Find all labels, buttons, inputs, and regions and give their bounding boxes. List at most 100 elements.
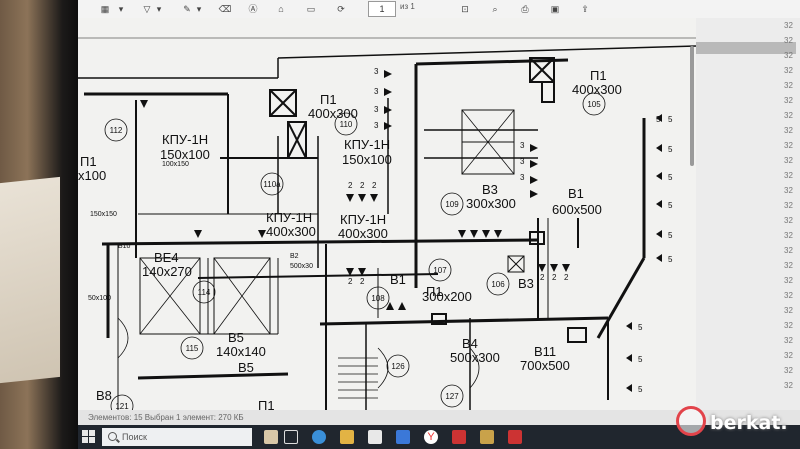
- unit-label: В2: [290, 253, 299, 260]
- svg-text:5: 5: [656, 115, 661, 124]
- room-number: 114: [198, 288, 211, 297]
- store-icon[interactable]: [368, 430, 382, 444]
- svg-text:3: 3: [374, 87, 379, 96]
- edge-icon[interactable]: [312, 430, 326, 444]
- room-number: 106: [491, 280, 505, 289]
- svg-text:2: 2: [372, 181, 377, 190]
- size-value: 32: [784, 111, 793, 120]
- unit-size: 150х100: [160, 147, 210, 162]
- unit-size: х100: [78, 168, 106, 183]
- unit-size: 140х140: [216, 344, 266, 359]
- save-icon[interactable]: ▣: [550, 4, 560, 14]
- text-icon[interactable]: Ⓐ: [248, 4, 258, 14]
- taskbar-search[interactable]: Поиск: [102, 428, 252, 446]
- svg-text:2: 2: [348, 181, 353, 190]
- unit-label: ВЕ4: [154, 250, 179, 265]
- svg-text:5: 5: [638, 355, 643, 364]
- svg-text:2: 2: [348, 277, 353, 286]
- vertical-scrollbar[interactable]: [690, 46, 694, 166]
- size-value: 32: [784, 306, 793, 315]
- page-number-input[interactable]: 1: [368, 1, 396, 17]
- unit-label: В3: [482, 182, 498, 197]
- size-value: 32: [784, 141, 793, 150]
- size-value: 32: [784, 126, 793, 135]
- unit-size: 300х300: [466, 196, 516, 211]
- media-icon[interactable]: [452, 430, 466, 444]
- page-total: из 1: [400, 2, 415, 11]
- mail-icon[interactable]: [396, 430, 410, 444]
- unit-size: 500х30: [290, 263, 313, 270]
- search-icon[interactable]: ⌕: [492, 4, 498, 14]
- size-value: 32: [784, 291, 793, 300]
- svg-text:3: 3: [520, 141, 525, 150]
- room-number: 126: [391, 362, 405, 371]
- size-value: 32: [784, 51, 793, 60]
- selected-row[interactable]: [696, 42, 796, 54]
- unit-label: КПУ-1Н: [162, 132, 208, 147]
- assistant-icon[interactable]: [264, 430, 278, 444]
- pdf-toolbar: ▦ ▾ ▽ ▾ ✎ ▾ ⌫ Ⓐ ⌂ ▭ ⟳ 1 из 1 ⊡ ⌕ ⎙ ▣ ⇪: [78, 0, 800, 19]
- svg-text:2: 2: [540, 273, 545, 282]
- room-number: 110: [340, 120, 353, 129]
- unit-size: 150х150: [90, 211, 117, 218]
- fit-page-icon[interactable]: ⊡: [461, 4, 469, 14]
- unit-label: П1: [320, 92, 337, 107]
- screen: ▦ ▾ ▽ ▾ ✎ ▾ ⌫ Ⓐ ⌂ ▭ ⟳ 1 из 1 ⊡ ⌕ ⎙ ▣ ⇪: [78, 0, 800, 425]
- size-value: 32: [784, 36, 793, 45]
- yandex-icon[interactable]: Y: [424, 430, 438, 444]
- chevron-down-icon[interactable]: ▾: [118, 4, 124, 14]
- size-value: 32: [784, 261, 793, 270]
- page-view-icon[interactable]: ▭: [306, 4, 316, 14]
- grid-icon[interactable]: ▦: [100, 4, 110, 14]
- svg-text:2: 2: [564, 273, 569, 282]
- print-icon[interactable]: ⎙: [521, 4, 529, 14]
- svg-text:5: 5: [638, 323, 643, 332]
- search-placeholder: Поиск: [122, 432, 147, 442]
- size-value: 32: [784, 321, 793, 330]
- watermark: berkat.: [676, 404, 796, 444]
- status-text: Элементов: 15 Выбран 1 элемент: 270 КБ: [88, 413, 244, 422]
- size-value: 32: [784, 66, 793, 75]
- search-icon: [108, 432, 117, 441]
- room-number: 112: [110, 126, 123, 135]
- svg-text:2: 2: [360, 277, 365, 286]
- size-value: 32: [784, 246, 793, 255]
- draw-icon[interactable]: ✎: [183, 4, 191, 14]
- windows-start-icon[interactable]: [82, 430, 96, 444]
- size-value: 32: [784, 21, 793, 30]
- unit-label: П1: [426, 284, 443, 299]
- unit-label: В10: [118, 243, 131, 250]
- size-value: 32: [784, 186, 793, 195]
- size-value: 32: [784, 156, 793, 165]
- rotate-icon[interactable]: ⟳: [337, 4, 345, 14]
- read-aloud-icon[interactable]: ⌂: [278, 4, 284, 14]
- svg-text:5: 5: [668, 145, 673, 154]
- task-view-icon[interactable]: [284, 430, 298, 444]
- app-icon[interactable]: [480, 430, 494, 444]
- unit-size: 140х270: [142, 264, 192, 279]
- unit-label: В1: [390, 272, 406, 287]
- unit-label: В5: [228, 330, 244, 345]
- eraser-icon[interactable]: ⌫: [218, 4, 232, 14]
- size-value: 32: [784, 171, 793, 180]
- explorer-icon[interactable]: [340, 430, 354, 444]
- room-number: 115: [186, 344, 199, 353]
- size-value: 32: [784, 81, 793, 90]
- chevron-down-icon[interactable]: ▾: [196, 4, 202, 14]
- unit-label: В1: [568, 186, 584, 201]
- pdf-icon[interactable]: [508, 430, 522, 444]
- svg-text:3: 3: [374, 67, 379, 76]
- watermark-text: berkat.: [710, 412, 788, 434]
- svg-text:5: 5: [668, 115, 673, 124]
- status-bar: Элементов: 15 Выбран 1 элемент: 270 КБ: [78, 410, 800, 425]
- svg-text:3: 3: [374, 121, 379, 130]
- highlight-icon[interactable]: ▽: [143, 4, 151, 14]
- share-icon[interactable]: ⇪: [581, 4, 589, 14]
- unit-label: П1: [258, 398, 275, 410]
- unit-size: 500х300: [450, 350, 500, 365]
- chevron-down-icon[interactable]: ▾: [156, 4, 162, 14]
- svg-text:3: 3: [520, 173, 525, 182]
